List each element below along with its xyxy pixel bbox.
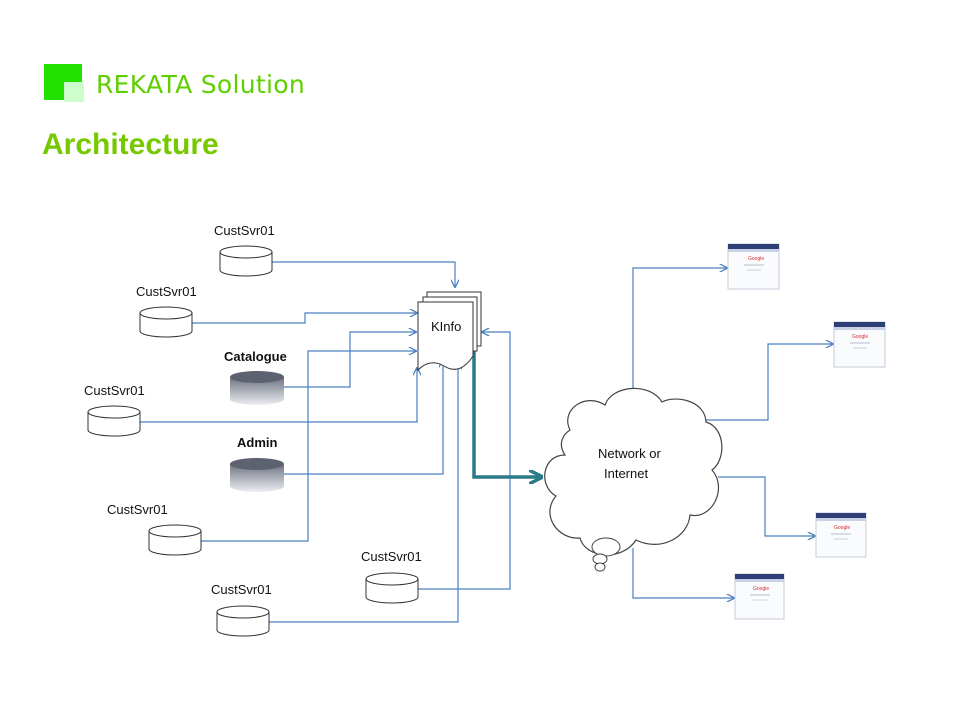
kinfo-to-cloud-arrow bbox=[472, 350, 540, 477]
brand-logo bbox=[44, 64, 96, 104]
connector-server-5 bbox=[269, 362, 458, 623]
server-node: CustSvr01 bbox=[84, 383, 145, 437]
cloud-label-line1: Network or bbox=[598, 446, 662, 461]
client-logo-text: Google bbox=[852, 334, 868, 340]
network-cloud: Network or Internet bbox=[544, 387, 723, 572]
connector-server-6 bbox=[418, 332, 511, 590]
connectors bbox=[140, 261, 511, 623]
client-browser: Google bbox=[734, 573, 785, 620]
connector-client-1 bbox=[632, 268, 727, 410]
connector-server-3 bbox=[140, 368, 417, 423]
database-label: Admin bbox=[237, 435, 278, 450]
logo-square-small bbox=[64, 82, 84, 102]
cloud-label-line2: Internet bbox=[604, 466, 648, 481]
database-node: Catalogue bbox=[224, 349, 287, 405]
client-logo-text: Google bbox=[834, 525, 850, 531]
kinfo-document-stack: KInfo bbox=[417, 291, 482, 372]
server-node: CustSvr01 bbox=[136, 284, 197, 338]
page-title: Architecture bbox=[42, 128, 219, 161]
client-connectors bbox=[632, 268, 833, 598]
server-label: CustSvr01 bbox=[211, 582, 272, 597]
kinfo-label: KInfo bbox=[431, 319, 461, 334]
client-logo-text: Google bbox=[748, 256, 764, 262]
connector-server-4 bbox=[201, 351, 416, 542]
server-label: CustSvr01 bbox=[136, 284, 197, 299]
connector-server-2 bbox=[192, 313, 417, 324]
connector-server-1 bbox=[272, 261, 455, 287]
server-label: CustSvr01 bbox=[214, 223, 275, 238]
client-browser: Google bbox=[727, 243, 780, 290]
connector-client-4 bbox=[632, 548, 734, 598]
server-node: CustSvr01 bbox=[107, 502, 202, 556]
server-label: CustSvr01 bbox=[107, 502, 168, 517]
connector-admin bbox=[284, 360, 443, 475]
connector-client-3 bbox=[718, 476, 815, 536]
client-logo-text: Google bbox=[753, 586, 769, 592]
connector-client-2 bbox=[700, 344, 833, 421]
server-label: CustSvr01 bbox=[84, 383, 145, 398]
database-node: Admin bbox=[230, 435, 284, 492]
server-node: CustSvr01 bbox=[361, 549, 422, 604]
client-browser: Google bbox=[833, 321, 886, 368]
client-browser: Google bbox=[815, 512, 867, 558]
database-label: Catalogue bbox=[224, 349, 287, 364]
server-node: CustSvr01 bbox=[214, 223, 275, 277]
server-node: CustSvr01 bbox=[211, 582, 272, 637]
connector-catalogue bbox=[284, 332, 416, 388]
brand-name: REKATA Solution bbox=[96, 70, 306, 99]
server-label: CustSvr01 bbox=[361, 549, 422, 564]
